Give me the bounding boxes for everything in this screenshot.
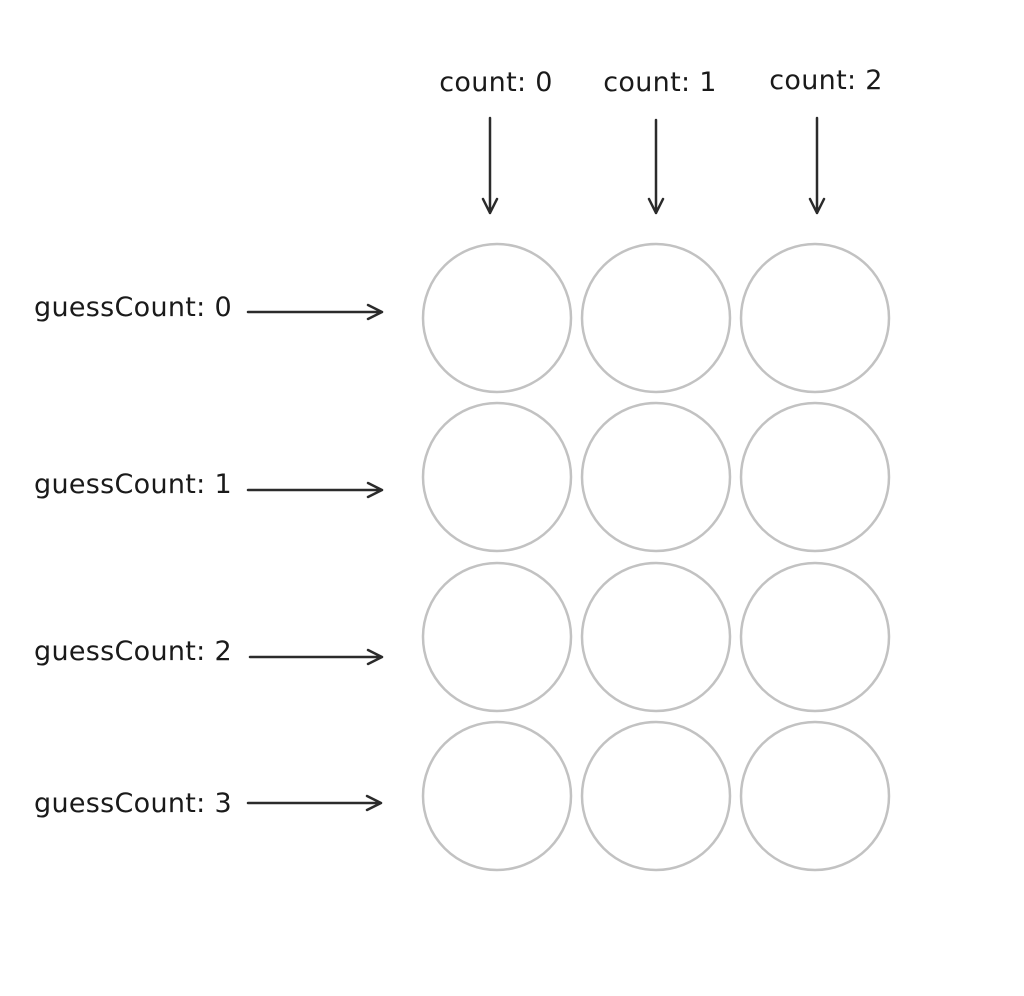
cell-circle-r3c1	[580, 720, 732, 872]
cell-circle-r3c2	[739, 720, 891, 872]
row-label-guesscount-1: guessCount: 1	[34, 469, 232, 500]
cell-circle-r1c2	[739, 401, 891, 553]
cell-circle-r3c0	[421, 720, 573, 872]
down-arrow-icon-col1	[647, 118, 665, 215]
row-arrows	[246, 303, 384, 812]
right-arrow-icon-row2	[248, 648, 384, 666]
column-label-count-1: count: 1	[603, 67, 717, 98]
cell-circle-r2c1	[580, 561, 732, 713]
cell-circle-r2c0	[421, 561, 573, 713]
down-arrow-icon-col2	[808, 116, 826, 215]
circle-grid	[421, 242, 891, 872]
column-label-count-2: count: 2	[769, 65, 883, 96]
cell-circle-r2c2	[739, 561, 891, 713]
right-arrow-icon-row1	[246, 481, 384, 499]
right-arrow-icon-row0	[246, 303, 384, 321]
cell-circle-r1c1	[580, 401, 732, 553]
row-label-guesscount-3: guessCount: 3	[34, 788, 232, 819]
cell-circle-r0c0	[421, 242, 573, 394]
cell-circle-r1c0	[421, 401, 573, 553]
cell-circle-r0c1	[580, 242, 732, 394]
row-label-guesscount-2: guessCount: 2	[34, 636, 232, 667]
down-arrow-icon-col0	[481, 116, 499, 215]
column-arrows	[481, 116, 826, 215]
row-label-guesscount-0: guessCount: 0	[34, 292, 232, 323]
right-arrow-icon-row3	[246, 794, 383, 812]
column-label-count-0: count: 0	[439, 67, 553, 98]
cell-circle-r0c2	[739, 242, 891, 394]
